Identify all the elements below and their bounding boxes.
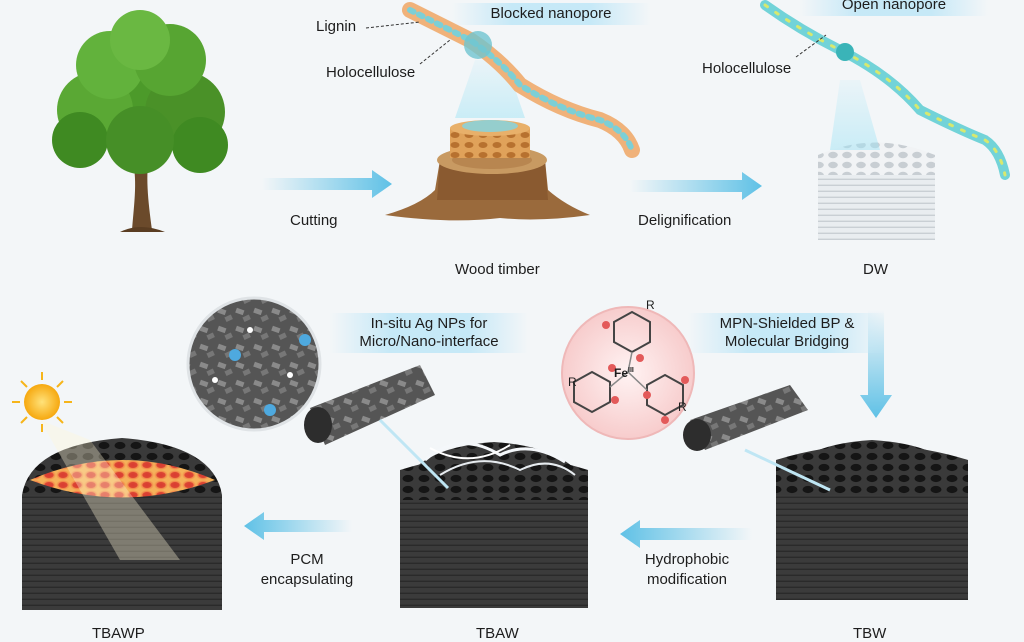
- fe-label: FeIII: [614, 366, 634, 380]
- tbawp-block-illustration: [22, 420, 222, 610]
- mpn-tube-illustration: [683, 385, 808, 451]
- hydrophobic-line2: modification: [646, 571, 728, 588]
- cutting-arrow: [262, 170, 392, 198]
- blocked-nanopore-label: Blocked nanopore: [452, 3, 650, 25]
- open-nanopore-fiber-illustration: [760, 0, 1010, 180]
- mpn-note-line2: Molecular Bridging: [724, 333, 850, 350]
- ag-sem-circle: [186, 296, 322, 432]
- wood-stump-illustration: [385, 60, 590, 221]
- cutting-label: Cutting: [290, 212, 338, 229]
- tbawp-label: TBAWP: [92, 625, 145, 642]
- lignin-fiber-illustration: [402, 2, 640, 158]
- ag-note-line1: In-situ Ag NPs for: [370, 315, 488, 332]
- tree-illustration: [52, 10, 228, 232]
- delignification-arrow: [630, 172, 762, 200]
- ag-tube-illustration: [304, 365, 435, 445]
- hydrophobic-arrow: [620, 520, 752, 548]
- r-label-right: R: [678, 400, 687, 414]
- open-nanopore-label: Open nanopore: [800, 0, 988, 16]
- hydrophobic-label: Hydrophobic modification: [632, 550, 742, 590]
- lignin-label: Lignin: [316, 18, 357, 35]
- r-label-top: R: [646, 298, 655, 312]
- fe-symbol: Fe: [614, 366, 629, 380]
- tbw-block-illustration: [776, 440, 968, 600]
- ag-note: In-situ Ag NPs for Micro/Nano-interface: [330, 313, 528, 353]
- dw-block-illustration: [818, 80, 935, 240]
- hydrophobic-line1: Hydrophobic: [644, 551, 730, 568]
- pcm-line1: PCM: [290, 551, 324, 568]
- pcm-line2: encapsulating: [260, 571, 354, 588]
- tbaw-block-illustration: [400, 442, 588, 608]
- mpn-note: MPN-Shielded BP & Molecular Bridging: [688, 313, 886, 353]
- mpn-note-line1: MPN-Shielded BP &: [719, 315, 855, 332]
- r-label-left: R: [568, 375, 577, 389]
- pcm-label: PCM encapsulating: [252, 550, 362, 590]
- mpn-molecule-circle: [561, 306, 695, 440]
- wood-timber-label: Wood timber: [455, 261, 540, 278]
- holocellulose-left-label: Holocellulose: [326, 64, 416, 81]
- pcm-arrow: [244, 512, 352, 540]
- delignification-label: Delignification: [638, 212, 732, 229]
- ag-note-line2: Micro/Nano-interface: [359, 333, 499, 350]
- tbaw-label: TBAW: [476, 625, 519, 642]
- fe-charge: III: [628, 367, 634, 374]
- dw-label: DW: [863, 261, 888, 278]
- holocellulose-right-label: Holocellulose: [702, 60, 792, 77]
- sun-icon: [12, 372, 72, 432]
- tbw-label: TBW: [853, 625, 887, 642]
